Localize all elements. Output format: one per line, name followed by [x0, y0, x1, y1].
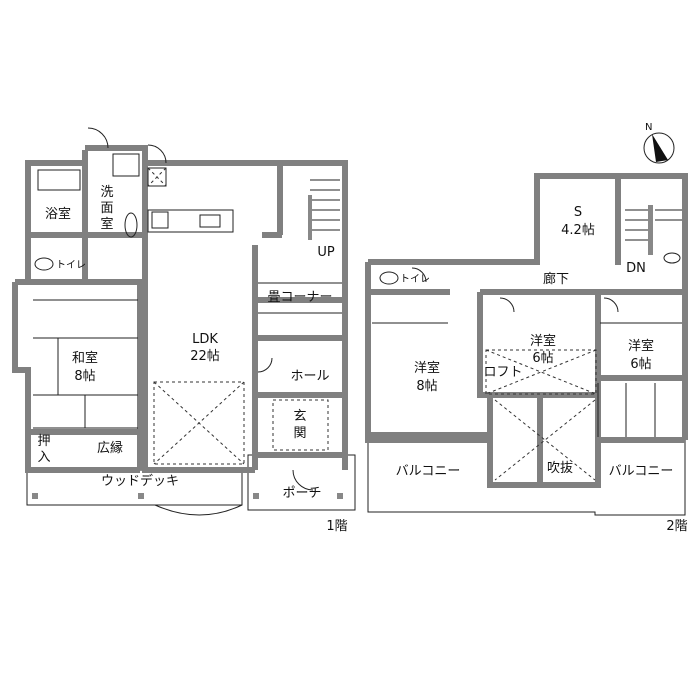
- room-engawa: 広縁: [97, 440, 123, 456]
- room-washroom-1: 洗: [100, 185, 113, 200]
- basin-icon: [663, 252, 681, 264]
- room-tatami-corner: 畳コーナー: [267, 290, 332, 305]
- room-japanese: 和室: [72, 350, 98, 366]
- loft-area: [485, 349, 597, 395]
- bathtub-icon: [37, 169, 81, 191]
- stairs-up-label: UP: [317, 245, 335, 260]
- toilet-door-2f[interactable]: [411, 267, 427, 283]
- room-bath: 浴室: [45, 206, 71, 222]
- east-room-door[interactable]: [603, 297, 619, 313]
- room-japanese-size: 8帖: [74, 369, 95, 384]
- loft-label: ロフト: [483, 365, 522, 380]
- post: [337, 493, 343, 499]
- room-west: 洋室: [414, 360, 440, 376]
- room-storage-size: 4.2帖: [561, 223, 595, 238]
- room-entrance-1: 玄: [293, 409, 306, 424]
- stove-icon: [151, 211, 169, 229]
- mid-room-door[interactable]: [499, 297, 515, 313]
- room-washroom-3: 室: [100, 216, 113, 232]
- room-west-size: 8帖: [416, 379, 437, 394]
- room-ldk: LDK: [192, 332, 218, 347]
- floor-2-plan: S 4.2帖 DN 廊下 トイレ 洋室 8帖 洋室 6帖 ロフト 洋室 6帖 吹…: [365, 173, 688, 534]
- void-x: [153, 381, 245, 465]
- sink-icon: [199, 214, 221, 228]
- room-entrance-2: 関: [293, 426, 306, 441]
- compass-circle: [643, 132, 675, 164]
- floor-1-plan: 浴室 洗 面 室 トイレ LDK 22帖 畳コーナー 和室 8帖 ホール 玄 関…: [12, 127, 356, 534]
- corridor-label: 廊下: [543, 271, 569, 287]
- floor-1-label: 1階: [326, 519, 347, 534]
- fridge-space: [147, 167, 167, 187]
- void-x-2f: [494, 399, 596, 481]
- balcony-right: バルコニー: [609, 464, 674, 479]
- front-door[interactable]: [292, 469, 314, 491]
- kitchen-door[interactable]: [147, 144, 167, 164]
- kitchen-counter: [147, 209, 234, 233]
- stairs-dn-label: DN: [626, 261, 646, 276]
- room-toilet-2f: トイレ: [400, 274, 430, 285]
- hall-door[interactable]: [257, 357, 273, 373]
- room-toilet-1f: トイレ: [56, 260, 86, 271]
- toilet-icon: [34, 257, 54, 271]
- floor-2-label: 2階: [666, 519, 687, 534]
- room-ldk-size: 22帖: [190, 349, 220, 364]
- stairs-1f: [308, 179, 340, 240]
- balcony-outline: [367, 440, 686, 516]
- porch-outline: [247, 454, 356, 511]
- post: [32, 493, 38, 499]
- floor2-outer-wall: [365, 173, 688, 488]
- room-mid-size: 6帖: [532, 351, 553, 366]
- room-washroom-2: 面: [100, 201, 113, 216]
- room-storage: S: [574, 205, 582, 220]
- room-east: 洋室: [628, 338, 654, 354]
- room-porch: ポーチ: [282, 486, 321, 501]
- room-closet-1: 押: [37, 434, 50, 449]
- washer-icon: [112, 153, 140, 177]
- floor1-outer-wall: [12, 145, 348, 473]
- void-above-ldk: [153, 381, 245, 465]
- wash-basin-icon: [124, 212, 138, 238]
- fridge-x: [147, 167, 167, 187]
- room-wood-deck: ウッドデッキ: [101, 473, 179, 489]
- compass-n-label: N: [645, 122, 652, 133]
- post: [138, 493, 144, 499]
- void-label: 吹抜: [547, 460, 573, 476]
- post: [253, 493, 259, 499]
- loft-x: [485, 349, 597, 395]
- stairs-2f: [625, 205, 682, 255]
- toilet-icon-2f: [379, 271, 399, 285]
- room-hall: ホール: [290, 369, 329, 384]
- entrance-box: [272, 399, 329, 451]
- north-arrow-icon: [652, 134, 668, 162]
- room-mid: 洋室: [530, 333, 556, 349]
- balcony-left: バルコニー: [396, 464, 461, 479]
- tatami-lines: [33, 299, 138, 429]
- room-east-size: 6帖: [630, 357, 651, 372]
- deck-curve: [154, 504, 243, 516]
- wash-door[interactable]: [87, 127, 109, 149]
- room-closet-2: 入: [37, 450, 50, 465]
- north-compass: N: [643, 122, 675, 164]
